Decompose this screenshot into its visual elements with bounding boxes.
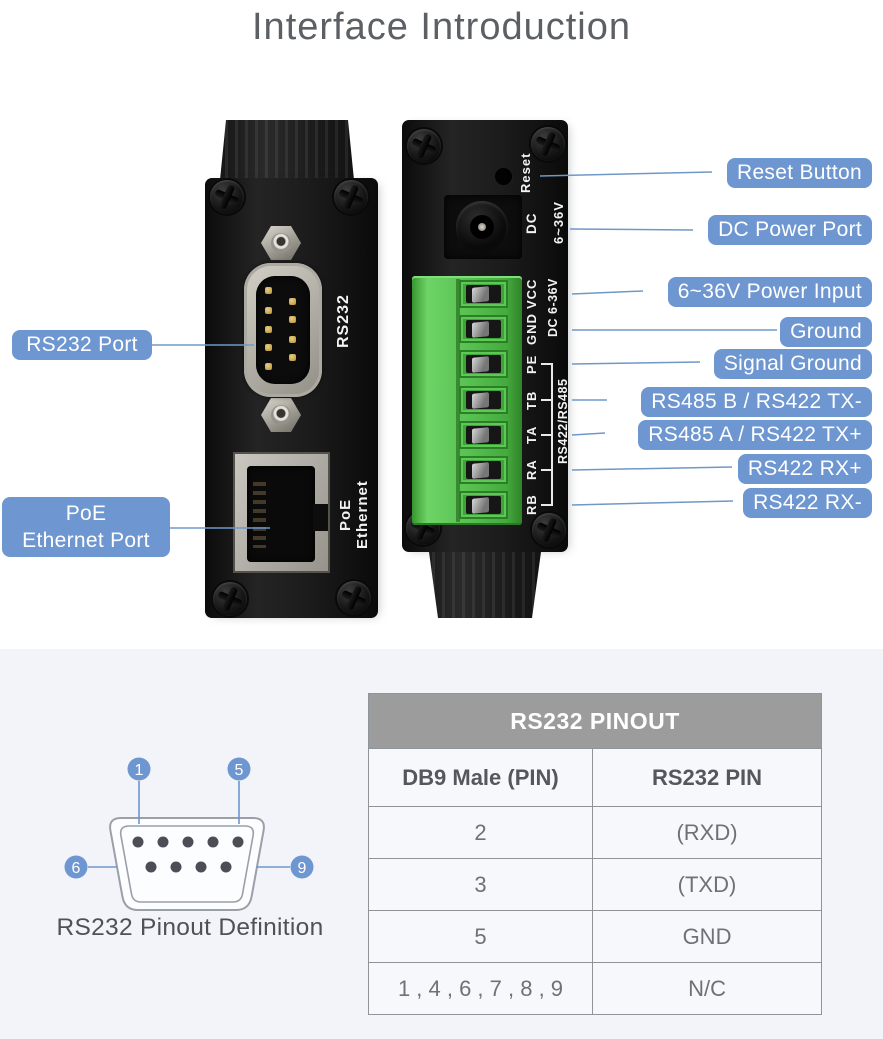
corner-screw-icon [210,180,244,214]
db9-pin [289,298,296,305]
table-row: 1 , 4 , 6 , 7 , 8 , 9 N/C [368,962,823,1015]
callout-rs232-port: RS232 Port [12,330,152,360]
rs232-signal-cell: (RXD) [591,806,823,859]
callout-label: RS422 RX+ [737,454,872,484]
rs232-signal-cell: GND [591,910,823,963]
corner-screw-icon [334,180,368,214]
corner-screw-icon [407,129,441,163]
db9-pin [265,287,272,294]
rs232-pinout-table: RS232 PINOUT DB9 Male (PIN) RS232 PIN 2 … [367,693,823,1015]
db9-pin [265,326,272,333]
db9-pin [265,344,272,351]
table-title: RS232 PINOUT [367,693,823,749]
device-bottom-extrusion [429,552,541,618]
terminal-cell[interactable] [459,350,508,378]
db9-pin-cell: 3 [368,858,593,911]
callout-label: RS485 A / RS422 TX+ [638,420,872,450]
callout-line2: Ethernet Port [22,529,150,552]
bracket-tick [541,363,553,365]
db9-pin-cell: 2 [368,806,593,859]
column-header-rs232: RS232 PIN [591,748,823,807]
rj45-latch-slot [313,504,328,531]
callout-line1: PoE [65,502,107,525]
pinout-caption: RS232 Pinout Definition [56,914,324,941]
db9-pin [265,307,272,314]
terminal-cell[interactable] [459,280,508,308]
db9-pin [289,336,296,343]
db9-pin-cell: 5 [368,910,593,963]
bracket-tick [541,434,553,436]
table-row: 3 (TXD) [368,858,823,911]
extrusion-fins [429,552,541,618]
callout-label: Ground [780,317,872,347]
column-header-db9: DB9 Male (PIN) [368,748,593,807]
callout-label: RS485 B / RS422 TX- [641,387,872,417]
terminal-cell[interactable] [459,421,508,449]
bracket-tick [541,399,553,401]
terminal-cell[interactable] [459,456,508,484]
page-title: Interface Introduction [252,6,631,48]
terminal-groove [456,279,460,522]
extrusion-fins [220,120,354,180]
db9-pin-cell: 1 , 4 , 6 , 7 , 8 , 9 [368,962,593,1015]
table-row: 2 (RXD) [368,806,823,859]
bracket-tick [541,504,553,506]
callout-label: Reset Button [726,158,872,188]
db9-pin [289,354,296,361]
bracket-tick [541,469,553,471]
corner-screw-icon [532,513,566,547]
corner-screw-icon [531,127,565,161]
callout-label: Signal Ground [713,349,872,379]
table-row: 5 GND [368,910,823,963]
table-body: 2 (RXD) 3 (TXD) 5 GND 1 , 4 , 6 , 7 , 8 … [368,806,823,1015]
corner-screw-icon [337,581,371,615]
callout-label: DC Power Port [708,215,872,245]
rj45-contacts [253,482,266,548]
reset-button[interactable] [495,168,512,185]
rs232-signal-cell: (TXD) [591,858,823,911]
corner-screw-icon [213,582,247,616]
terminal-cell[interactable] [459,491,508,519]
terminal-cell[interactable] [459,386,508,414]
db9-pin [289,316,296,323]
device-top-extrusion [220,120,354,180]
terminal-cell[interactable] [459,315,508,343]
dc-jack-pin [478,223,486,231]
callout-labels: RS232 Port PoE Ethernet Port Reset Butto… [2,158,872,557]
callout-label: RS422 RX- [743,488,872,518]
callout-poe-ethernet-port: PoE Ethernet Port [2,497,170,557]
db9-pin [265,363,272,370]
rs232-signal-cell: N/C [591,962,823,1015]
callout-label: 6~36V Power Input [667,277,872,307]
